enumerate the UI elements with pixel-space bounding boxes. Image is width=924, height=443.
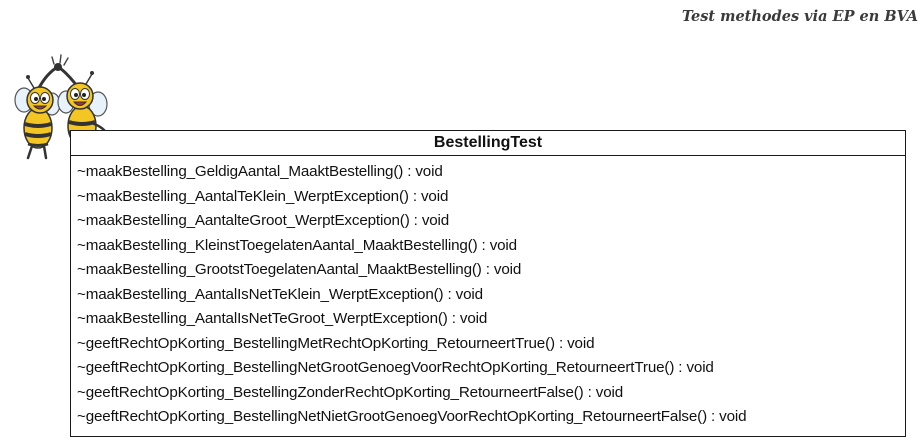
uml-operation: ~maakBestelling_AantalteGroot_WerptExcep…	[77, 212, 450, 229]
uml-operation: ~maakBestelling_AantalIsNetTeGroot_Werpt…	[77, 310, 488, 327]
uml-operation: ~maakBestelling_AantalTeKlein_WerptExcep…	[77, 187, 449, 205]
uml-class-box: BestellingTest ~maakBestelling_GeldigAan…	[70, 130, 906, 437]
uml-operation: ~geeftRechtOpKorting_BestellingZonderRec…	[77, 383, 624, 401]
uml-operation: ~geeftRechtOpKorting_BestellingNetNietGr…	[77, 408, 747, 425]
uml-operation: ~maakBestelling_GrootstToegelatenAantal_…	[77, 261, 522, 278]
uml-operation: ~geeftRechtOpKorting_BestellingNetGrootG…	[77, 359, 714, 376]
uml-operations-compartment: ~maakBestelling_GeldigAantal_MaaktBestel…	[71, 156, 905, 436]
uml-operation: ~maakBestelling_GeldigAantal_MaaktBestel…	[77, 163, 443, 180]
uml-operation: ~geeftRechtOpKorting_BestellingMetRechtO…	[77, 334, 595, 352]
uml-operation: ~maakBestelling_AantalIsNetTeKlein_Werpt…	[77, 285, 483, 303]
page-title: Test methodes via EP en BVA	[681, 8, 918, 25]
uml-class-name: BestellingTest	[71, 131, 905, 156]
uml-operation: ~maakBestelling_KleinstToegelatenAantal_…	[77, 236, 517, 254]
